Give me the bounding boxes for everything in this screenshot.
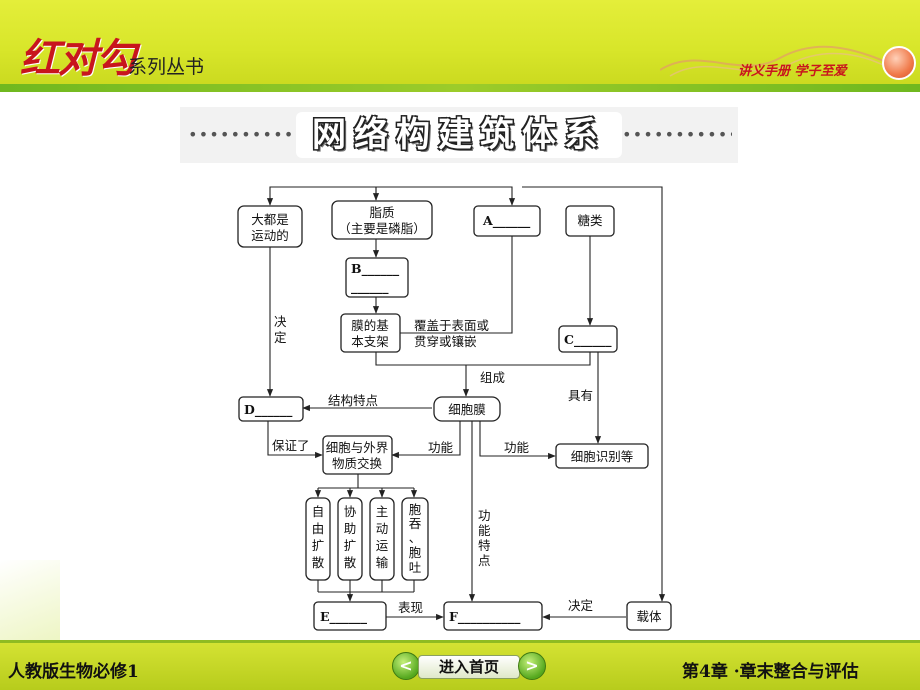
slogan: 讲义手册 学子至爱 <box>738 64 847 79</box>
active-1: 主 <box>376 504 389 519</box>
page-title: 网络构建筑体系 <box>296 112 622 158</box>
struct-label: 结构特点 <box>328 393 378 408</box>
cyto-2: 吞 <box>409 516 422 531</box>
node-exchange-box <box>322 435 393 475</box>
ensure-label: 保证了 <box>272 438 310 453</box>
free-4: 散 <box>312 555 325 570</box>
b-label-1: B______ <box>351 261 400 277</box>
node-assist-box <box>337 497 363 581</box>
node-active-box <box>369 497 395 581</box>
node-cyto-box <box>401 497 429 581</box>
motion-label-2: 运动的 <box>251 228 289 243</box>
prev-page-button[interactable]: < <box>392 652 420 680</box>
funcfeat-4: 点 <box>478 553 491 568</box>
f-label: F__________ <box>449 609 521 625</box>
compose-label: 组成 <box>480 370 505 385</box>
decide1-label-1: 决 <box>274 314 287 329</box>
assist-3: 扩 <box>344 538 357 553</box>
cyto-5: 吐 <box>409 560 422 575</box>
cyto-3: 、 <box>409 530 422 545</box>
cyto-1: 胞 <box>409 502 422 517</box>
node-lipid-box <box>331 200 433 240</box>
b-label-2: ______ <box>351 279 389 295</box>
lipid-label-2: （主要是磷脂） <box>338 221 426 236</box>
node-sugar-box <box>565 205 615 237</box>
decide1-label-2: 定 <box>274 330 287 345</box>
funcfeat-2: 能 <box>478 523 491 538</box>
basic-label-2: 本支架 <box>351 334 389 349</box>
node-d-box <box>238 396 304 422</box>
side-decoration <box>0 560 60 650</box>
active-3: 运 <box>376 538 389 553</box>
a-label: A______ <box>482 213 531 229</box>
recog-label: 细胞识别等 <box>571 449 634 464</box>
carrier-label: 载体 <box>636 609 662 624</box>
cyto-4: 胞 <box>409 545 422 560</box>
decide2-label: 决定 <box>568 598 593 613</box>
func2-label: 功能 <box>504 440 530 455</box>
free-3: 扩 <box>312 538 325 553</box>
dots-left: ••••••••••• <box>188 125 298 144</box>
node-a-box <box>473 205 541 237</box>
nav-controls: < 进入首页 > <box>392 652 546 682</box>
header-stripe <box>0 84 920 92</box>
decorative-swirl <box>660 45 900 77</box>
e-label: E______ <box>320 609 368 625</box>
dots-right: ••••••••••• <box>622 125 732 144</box>
node-c-box <box>558 325 618 353</box>
cover-label-1: 覆盖于表面或 <box>414 318 490 333</box>
node-free-box <box>305 497 331 581</box>
show-label: 表现 <box>398 600 423 615</box>
node-motion-box <box>237 205 303 248</box>
node-membrane-box <box>433 396 501 422</box>
node-e-box <box>313 601 387 631</box>
have-label: 具有 <box>568 388 593 403</box>
series-name: 系列丛书 <box>128 56 205 78</box>
node-basic-box <box>340 313 401 353</box>
cover-label-2: 贯穿或镶嵌 <box>414 334 477 349</box>
d-label: D______ <box>244 402 293 418</box>
node-b-box <box>345 257 409 298</box>
assist-2: 助 <box>344 521 357 536</box>
basic-label-1: 膜的基 <box>351 318 389 333</box>
free-1: 自 <box>312 504 325 519</box>
chapter-title: 第4章 ·章末整合与评估 <box>682 662 859 682</box>
func1-label: 功能 <box>428 440 454 455</box>
funcfeat-1: 功 <box>478 508 491 523</box>
header-bar <box>0 0 920 92</box>
home-button[interactable]: 进入首页 <box>418 655 520 679</box>
brand-logo: 红对勾 <box>20 36 136 82</box>
node-labels: 大都是 运动的 脂质 （主要是磷脂） A______ 糖类 B______ __… <box>244 205 662 625</box>
assist-1: 协 <box>344 504 357 519</box>
assist-4: 散 <box>344 555 357 570</box>
exchange-label-1: 细胞与外界 <box>326 440 389 455</box>
connectors <box>266 186 666 621</box>
funcfeat-3: 特 <box>478 538 491 553</box>
active-2: 动 <box>376 521 389 536</box>
membrane-label: 细胞膜 <box>448 402 486 417</box>
exchange-label-2: 物质交换 <box>332 456 383 471</box>
lipid-label-1: 脂质 <box>369 205 394 220</box>
node-recog-box <box>555 443 649 469</box>
node-carrier-box <box>626 601 672 631</box>
next-page-button[interactable]: > <box>518 652 546 680</box>
active-4: 输 <box>376 555 389 570</box>
motion-label-1: 大都是 <box>251 212 289 227</box>
orb-icon <box>882 46 916 80</box>
node-boxes <box>237 200 672 631</box>
book-title: 人教版生物必修1 <box>8 662 139 682</box>
sugar-label: 糖类 <box>577 213 603 228</box>
c-label: C______ <box>564 332 612 348</box>
free-2: 由 <box>312 521 325 536</box>
node-f-box <box>443 601 543 631</box>
